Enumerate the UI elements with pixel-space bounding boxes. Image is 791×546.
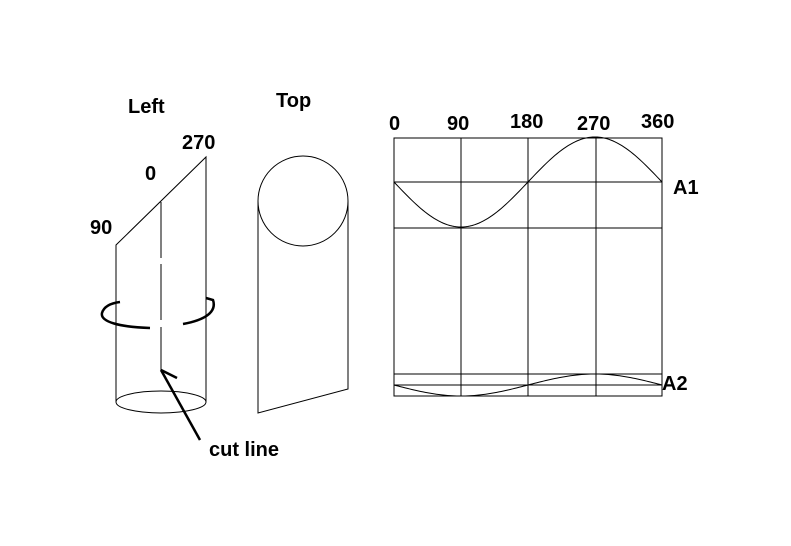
top-view-title: Top [276, 90, 311, 112]
rotation-arrow-left [100, 300, 151, 330]
sine-curve-a2 [393, 373, 663, 397]
left-angle-90-label: 90 [90, 217, 112, 239]
area-label-a2: A2 [662, 373, 688, 395]
tick-label-360: 360 [641, 111, 674, 133]
top-view: Top [257, 90, 349, 414]
top-view-body [257, 201, 349, 414]
left-angle-0-label: 0 [145, 163, 156, 185]
cut-line-pointer [159, 369, 202, 441]
tick-label-0: 0 [389, 113, 400, 135]
sine-curve-a1 [393, 136, 663, 228]
cut-line-arrow-tick [160, 368, 178, 380]
tick-label-270: 270 [577, 113, 610, 135]
development-view: 0 90 180 270 360 A1 A2 [389, 111, 699, 397]
cut-line-label: cut line [209, 439, 279, 461]
tick-label-180: 180 [510, 111, 543, 133]
rotation-arrow-right [182, 296, 215, 326]
left-cylinder-base [115, 390, 207, 414]
area-label-a1: A1 [673, 177, 699, 199]
left-angle-270-label: 270 [182, 132, 215, 154]
left-view-title: Left [128, 96, 165, 118]
top-view-circle [257, 155, 349, 247]
left-view: Left 90 0 270 cut line [90, 96, 279, 461]
tick-label-90: 90 [447, 113, 469, 135]
